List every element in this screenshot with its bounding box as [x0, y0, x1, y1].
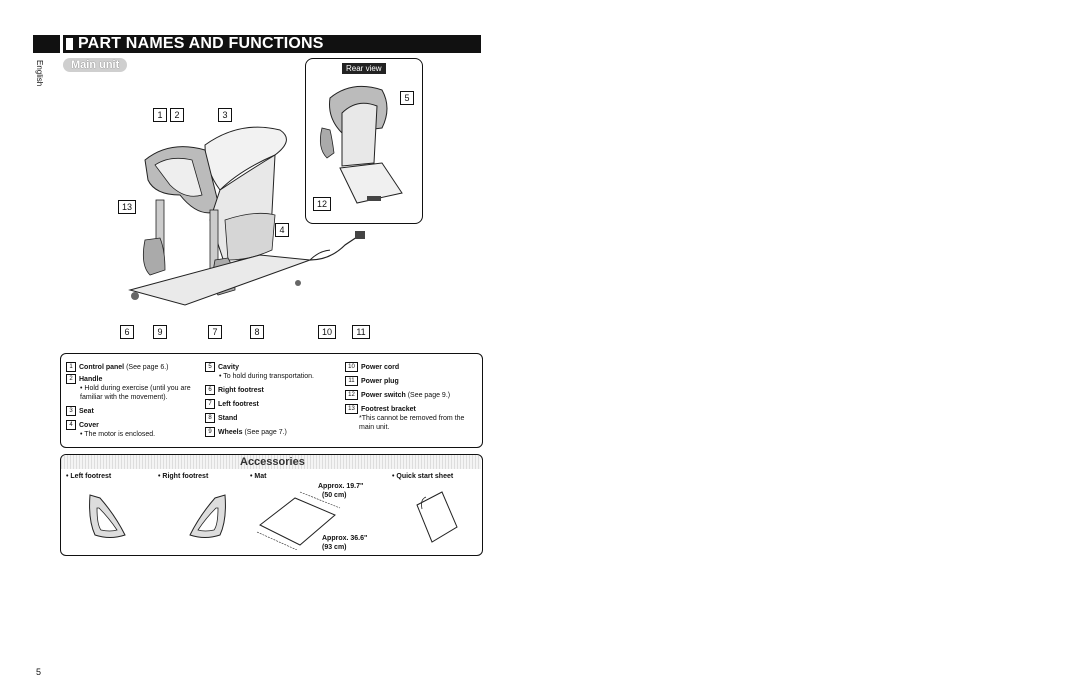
mat-icon [256, 491, 341, 550]
accessory-left-footrest-label: • Left footrest [66, 473, 112, 480]
mat-width-label: Approx. 19.7" [318, 483, 364, 490]
left-footrest-icon [89, 494, 126, 538]
callout-8: 8 [250, 325, 264, 339]
power-cord-illustration [309, 231, 365, 261]
mat-length-cm-label: (93 cm) [322, 544, 347, 551]
section-header: PART NAMES AND FUNCTIONS [63, 35, 481, 53]
callout-10: 10 [318, 325, 336, 339]
callout-4: 4 [275, 223, 289, 237]
main-unit-label: Main unit [63, 58, 128, 72]
rear-view-label: Rear view [342, 63, 386, 74]
header-left-bar [33, 35, 60, 53]
header-marker [66, 38, 73, 50]
page-number: 5 [36, 667, 42, 677]
quick-start-sheet-icon [416, 491, 458, 543]
callout-2: 2 [170, 108, 184, 122]
main-unit-illustration [128, 126, 330, 306]
callout-6: 6 [120, 325, 134, 339]
accessories-panel [60, 454, 483, 556]
language-label: English [35, 60, 44, 87]
mat-length-label: Approx. 36.6" [322, 535, 368, 542]
parts-legend [60, 353, 483, 448]
callout-7: 7 [208, 325, 222, 339]
accessory-quick-start-label: • Quick start sheet [392, 473, 454, 480]
right-footrest-icon [189, 494, 226, 538]
rear-view-panel [305, 58, 423, 224]
accessory-mat-label: • Mat [250, 473, 267, 480]
callout-1: 1 [153, 108, 167, 122]
accessory-right-footrest-label: • Right footrest [158, 473, 209, 480]
accessories-header-band [61, 455, 481, 469]
callout-11: 11 [352, 325, 370, 339]
callout-9: 9 [153, 325, 167, 339]
section-title: PART NAMES AND FUNCTIONS [78, 35, 324, 52]
mat-width-cm-label: (50 cm) [322, 492, 347, 499]
callout-3: 3 [218, 108, 232, 122]
rear-view-illustration [319, 85, 403, 204]
callout-12: 12 [313, 197, 331, 211]
callout-5: 5 [400, 91, 414, 105]
callout-13: 13 [118, 200, 136, 214]
accessories-title: Accessories [240, 456, 305, 468]
